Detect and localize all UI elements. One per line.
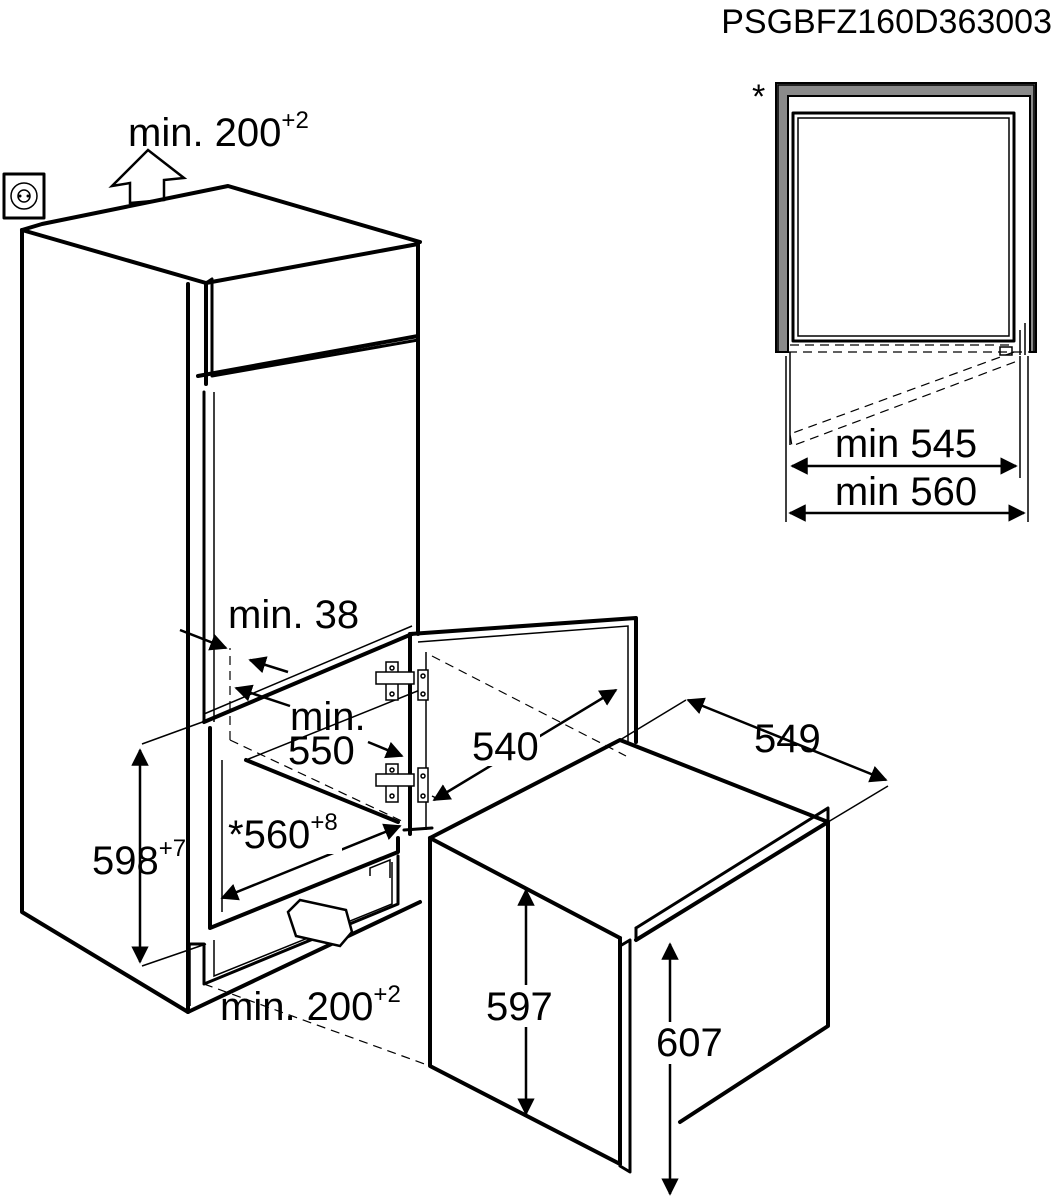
dim-arrow-min-550-right — [367, 740, 404, 759]
appliance-top-outline — [791, 111, 1016, 343]
label-top-clearance-value: min. 200 — [128, 111, 281, 155]
air-out-arrow-icon — [108, 148, 188, 205]
door-swing-dashed — [789, 351, 1021, 447]
top-view-asterisk: * — [752, 78, 765, 116]
label-top-clearance-sup: +2 — [281, 107, 308, 134]
dim-arrow-min-38-left — [179, 628, 228, 651]
label-niche-height-sup: +7 — [159, 835, 186, 862]
air-in-arrow-icon — [286, 898, 354, 948]
label-bottom-clearance-value: min. 200 — [220, 985, 373, 1029]
dim-arrow-min-550-left — [234, 684, 291, 708]
cabinet-wall-outline — [775, 82, 1037, 353]
label-side-gap: min. 38 — [228, 593, 359, 637]
dim-label-min-545: min 545 — [835, 422, 977, 466]
label-niche-height-value: 598 — [92, 839, 159, 883]
label-niche-depth-line1: min. — [290, 695, 366, 739]
top-view: * min 545 min 560 — [752, 78, 1037, 522]
label-niche-height: 598+7 — [92, 835, 186, 883]
door-hinge-upper — [375, 661, 429, 701]
label-597: 597 — [486, 985, 553, 1029]
dim-label-min-560: min 560 — [835, 470, 977, 514]
dim-arrow-niche-width — [220, 823, 402, 901]
kitchen-cabinet — [20, 184, 422, 1014]
dim-arrow-min-38-right — [248, 656, 289, 674]
iso-view: min. 200+2 min. 38 min. 550 *560+8 598+7… — [2, 107, 889, 1196]
appliance-box — [428, 738, 830, 1174]
label-niche-depth-line2: 550 — [288, 729, 355, 773]
label-bottom-clearance-sup: +2 — [373, 981, 400, 1008]
label-niche-width-value: *560 — [228, 813, 310, 857]
label-607: 607 — [656, 1021, 723, 1065]
label-niche-width-sup: +8 — [310, 809, 337, 836]
dim-arrow-549 — [686, 697, 888, 783]
label-549: 549 — [754, 717, 821, 761]
power-socket-icon — [2, 172, 46, 220]
label-top-clearance: min. 200+2 — [128, 107, 309, 155]
label-niche-width: *560+8 — [228, 809, 338, 857]
label-540: 540 — [472, 725, 539, 769]
document-code: PSGBFZ160D363003 — [721, 3, 1052, 41]
label-bottom-clearance: min. 200+2 — [220, 981, 401, 1029]
door-hinge-lower — [375, 763, 429, 803]
